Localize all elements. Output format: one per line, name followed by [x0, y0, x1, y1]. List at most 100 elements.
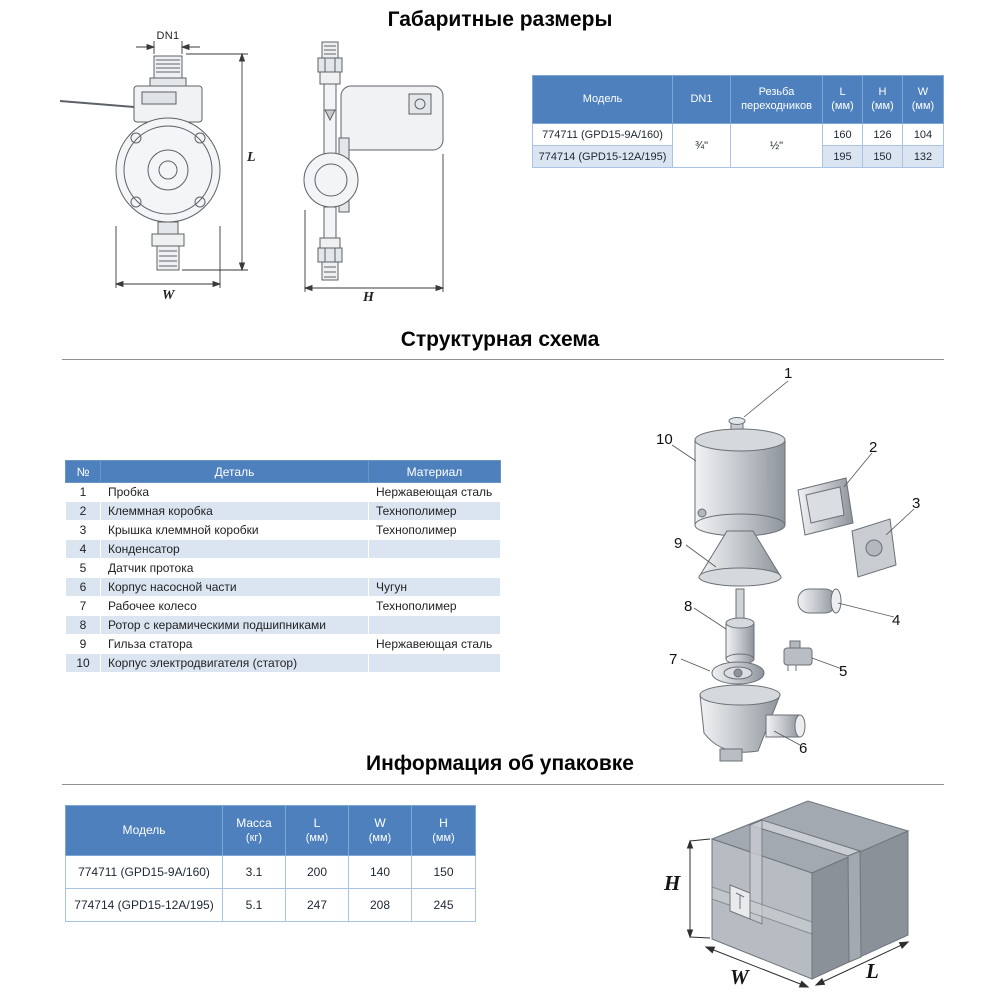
cell-material: Чугун [368, 577, 501, 597]
cell-part: Корпус насосной части [100, 577, 369, 597]
dim-label-l: L [247, 150, 256, 165]
col-header-l: L(мм) [822, 75, 863, 124]
callout-5: 5 [839, 663, 848, 680]
cell-material [368, 615, 501, 635]
cell-mass: 3.1 [222, 855, 286, 889]
callout-2: 2 [869, 439, 878, 456]
dimensions-table-header-row: Модель DN1 Резьба переходников L(мм) H(м… [532, 75, 944, 124]
section-title-packaging: Информация об упаковке [366, 752, 634, 775]
cell-material: Нержавеющая сталь [368, 634, 501, 654]
box-dim-label-l: L [866, 959, 879, 983]
cell-dn1: ¾" [672, 123, 731, 168]
col-header-dn1: DN1 [672, 75, 731, 124]
cell-number: 9 [65, 634, 101, 654]
pump-side-view-svg [303, 41, 445, 292]
table-row: 774711 (GPD15-9A/160) 3.1 200 140 150 [65, 855, 476, 889]
section-divider [62, 359, 944, 360]
callout-4: 4 [892, 612, 901, 629]
section-title-structure: Структурная схема [400, 328, 600, 351]
cell-number: 1 [65, 482, 101, 502]
cell-material: Технополимер [368, 596, 501, 616]
cell-number: 3 [65, 520, 101, 540]
pump-front-view-svg [59, 41, 248, 288]
cell-mass: 5.1 [222, 888, 286, 922]
cell-part: Крышка клеммной коробки [100, 520, 369, 540]
cell-number: 10 [65, 653, 101, 673]
col-header-l: L(мм) [285, 805, 349, 856]
col-header-w: W(мм) [348, 805, 412, 856]
cell-w: 140 [348, 855, 412, 889]
col-header-thread: Резьба переходников [730, 75, 823, 124]
cell-model: 774711 (GPD15-9A/160) [65, 855, 223, 889]
dim-label-h: H [363, 290, 374, 305]
cell-model: 774711 (GPD15-9A/160) [532, 123, 673, 146]
cell-number: 8 [65, 615, 101, 635]
cell-w: 132 [902, 145, 944, 168]
box-dim-label-w: W [730, 965, 749, 989]
col-header-part: Деталь [100, 460, 369, 483]
cell-material: Технополимер [368, 520, 501, 540]
callout-9: 9 [674, 535, 683, 552]
cell-number: 5 [65, 558, 101, 578]
cell-w: 208 [348, 888, 412, 922]
callout-10: 10 [656, 431, 673, 448]
cell-l: 160 [822, 123, 863, 146]
cell-l: 200 [285, 855, 349, 889]
cell-part: Ротор с керамическими подшипниками [100, 615, 369, 635]
cell-h: 150 [862, 145, 903, 168]
cell-part: Пробка [100, 482, 369, 502]
cell-h: 150 [411, 855, 476, 889]
cell-material [368, 653, 501, 673]
callout-1: 1 [784, 365, 793, 382]
pump-side-view-drawing: H [283, 38, 453, 310]
section-title-dimensions: Габаритные размеры [387, 8, 613, 31]
cell-l: 247 [285, 888, 349, 922]
col-header-w: W(мм) [902, 75, 944, 124]
dim-label-dn1: DN1 [156, 30, 180, 42]
packaging-box-illustration: H W L [650, 787, 950, 995]
dimensions-table: Модель DN1 Резьба переходников L(мм) H(м… [532, 75, 944, 168]
cell-part: Конденсатор [100, 539, 369, 559]
pump-front-view-drawing: DN1 W L [58, 30, 258, 310]
callout-8: 8 [684, 598, 693, 615]
col-header-model: Модель [65, 805, 223, 856]
col-header-h: H(мм) [862, 75, 903, 124]
pump-exploded-diagram: 1 2 3 4 5 6 7 8 9 10 [648, 365, 938, 765]
cell-number: 4 [65, 539, 101, 559]
cell-h: 126 [862, 123, 903, 146]
cell-part: Клеммная коробка [100, 501, 369, 521]
cell-model: 774714 (GPD15-12A/195) [532, 145, 673, 168]
callout-6: 6 [799, 740, 808, 757]
packaging-table-header-row: Модель Масса(кг) L(мм) W(мм) H(мм) [65, 805, 476, 856]
packaging-table: Модель Масса(кг) L(мм) W(мм) H(мм) 77471… [65, 805, 476, 922]
cell-part: Гильза статора [100, 634, 369, 654]
col-header-model: Модель [532, 75, 673, 124]
cell-material [368, 558, 501, 578]
cell-number: 6 [65, 577, 101, 597]
structure-table-header-row: № Деталь Материал [65, 460, 501, 483]
table-row: 774711 (GPD15-9A/160) ¾" ½" 160 126 104 [532, 123, 944, 168]
cell-number: 2 [65, 501, 101, 521]
col-header-mass: Масса(кг) [222, 805, 286, 856]
col-header-material: Материал [368, 460, 501, 483]
col-header-h: H(мм) [411, 805, 476, 856]
packaging-box-svg [686, 800, 910, 988]
cell-h: 245 [411, 888, 476, 922]
cell-l: 195 [822, 145, 863, 168]
cell-thread: ½" [730, 123, 823, 168]
cell-material: Технополимер [368, 501, 501, 521]
pump-exploded-svg [671, 380, 915, 762]
cell-part: Датчик протока [100, 558, 369, 578]
cell-material: Нержавеющая сталь [368, 482, 501, 502]
cell-material [368, 539, 501, 559]
callout-3: 3 [912, 495, 921, 512]
